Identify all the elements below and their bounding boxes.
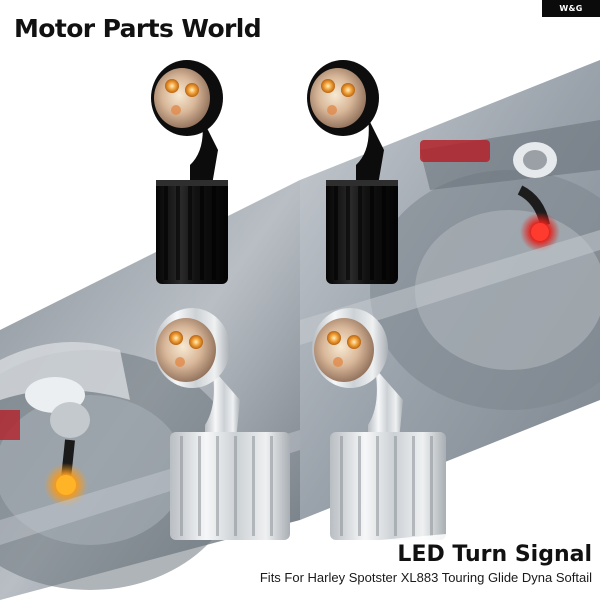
brand-badge: W&G	[542, 0, 600, 17]
product-title: LED Turn Signal	[397, 542, 592, 567]
product-caption: LED Turn Signal Fits For Harley Spotster…	[162, 542, 592, 586]
chrome-turn-signal-right	[312, 308, 446, 540]
black-turn-signal-right	[307, 60, 398, 284]
brand-name: Motor Parts World	[14, 14, 262, 43]
chrome-turn-signal-left	[154, 308, 290, 540]
background-photo-lower	[0, 180, 300, 600]
black-turn-signal-left	[151, 60, 228, 284]
product-fitment: Fits For Harley Spotster XL883 Touring G…	[259, 570, 592, 585]
